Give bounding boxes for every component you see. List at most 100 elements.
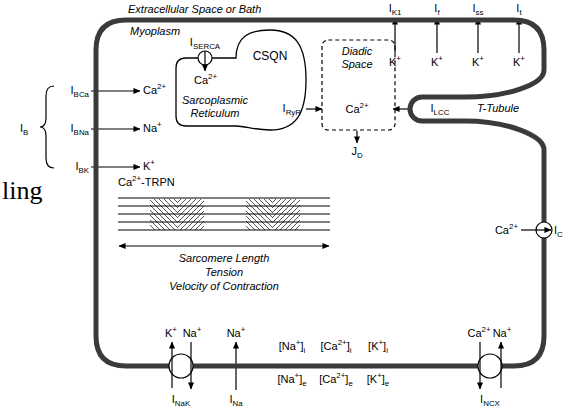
superscript: +	[241, 325, 246, 334]
filament-line	[118, 214, 330, 215]
concentration-label: [K+]e	[367, 373, 390, 386]
ion-label: K+	[431, 56, 443, 69]
superscript: 2+	[336, 371, 345, 380]
filament-line	[118, 230, 330, 231]
subscript: D	[357, 151, 363, 160]
subscript: SERCA	[193, 42, 220, 51]
ion-label: Na+	[227, 327, 246, 340]
measure-label: Sarcomere Length	[179, 252, 270, 265]
subscript: RyR	[286, 108, 301, 117]
ion-label: Ca2+	[322, 103, 392, 116]
subscript: t	[519, 8, 521, 17]
pump-arrow	[204, 51, 205, 71]
protein-label: Ca2+-TRPN	[118, 176, 175, 189]
superscript: +	[438, 54, 443, 63]
superscript: 2+	[482, 325, 491, 334]
superscript: 2+	[509, 222, 518, 231]
curly-brace	[40, 86, 54, 168]
region-label: Extracellular Space or Bath	[128, 3, 261, 16]
concentration-label: [Ca2+]e	[319, 373, 353, 386]
current-label: ILCC	[431, 102, 450, 115]
region-label: Sarcoplasmic Reticulum	[179, 94, 251, 120]
superscript: +	[520, 54, 525, 63]
reticulum-outline	[176, 30, 306, 130]
ion-label: Ca2+	[495, 224, 518, 237]
current-label: IB	[20, 122, 28, 135]
ion-label: K+	[472, 56, 484, 69]
superscript: +	[479, 54, 484, 63]
current-label: INaK	[172, 393, 190, 406]
ion-label: Ca2+	[467, 327, 490, 340]
subscript: i	[304, 346, 306, 355]
current-label: IBCa	[71, 84, 89, 97]
flux-arrow	[306, 108, 322, 109]
subscript: BCa	[74, 90, 89, 99]
current-label: Iss	[473, 2, 484, 15]
current-label: If	[434, 2, 439, 15]
subscript: f	[437, 8, 439, 17]
superscript: +	[378, 338, 383, 347]
slide-text: ling	[2, 176, 42, 206]
region-label: Diadic Space	[335, 45, 379, 71]
superscript: +	[157, 120, 162, 129]
membrane-outline	[96, 20, 544, 366]
structure-label: T-Tubule	[477, 102, 519, 115]
protein-label: CSQN	[240, 50, 300, 63]
superscript: +	[295, 371, 300, 380]
subscript: e	[348, 379, 352, 388]
superscript: +	[172, 325, 177, 334]
filament-line	[118, 206, 330, 207]
flux-label: JD	[351, 145, 362, 158]
membrane-outline	[96, 20, 544, 366]
current-label: It	[516, 2, 521, 15]
current-label: IK1	[389, 2, 402, 15]
concentration-label: [Na+]e	[277, 373, 306, 386]
subscript: NCX	[483, 399, 500, 408]
current-label: INa	[229, 393, 242, 406]
superscript: +	[396, 54, 401, 63]
current-arrow	[518, 18, 519, 53]
superscript: 2+	[157, 82, 166, 91]
current-label: IRyR	[283, 102, 301, 115]
pump-arrow	[190, 342, 191, 389]
flux-arrow	[356, 131, 357, 143]
subscript: Na	[232, 399, 242, 408]
subscript: i	[350, 346, 352, 355]
subscript: i	[386, 346, 388, 355]
ion-label: K+	[389, 56, 401, 69]
cell-membrane: MyoplasmCa2+CSQNSarcoplasmic ReticulumDi…	[96, 20, 544, 366]
subscript: BK	[78, 166, 89, 175]
superscript: +	[150, 158, 155, 167]
sarcomere-illustration	[118, 198, 330, 246]
filament-line	[118, 222, 330, 223]
current-label: INCX	[480, 393, 500, 406]
subscript: NaK	[175, 399, 190, 408]
subscript: e	[302, 379, 306, 388]
ion-label: K+	[513, 56, 525, 69]
subscript: B	[23, 128, 28, 137]
subscript: LCC	[434, 108, 450, 117]
ion-label: K+	[165, 327, 177, 340]
superscript: +	[507, 325, 512, 334]
ion-label: K+	[143, 160, 155, 173]
measure-label: Velocity of Contraction	[169, 280, 279, 293]
subscript: e	[385, 379, 389, 388]
concentration-label: [K+]i	[368, 340, 388, 353]
current-label: IBK	[75, 160, 89, 173]
subscript: BNa	[74, 128, 89, 137]
current-arrow	[436, 18, 437, 53]
exchanger-arrow	[479, 342, 480, 389]
region-label: Myoplasm	[130, 25, 180, 38]
exchanger-symbol	[478, 354, 502, 378]
ion-label: Ca2+	[194, 74, 217, 87]
superscript: +	[197, 325, 202, 334]
superscript: 2+	[360, 101, 369, 110]
current-arrow	[477, 18, 478, 53]
subscript: C	[557, 230, 563, 239]
subscript: ss	[476, 8, 484, 17]
subscript: K1	[392, 8, 402, 17]
ion-label: Na+	[183, 327, 202, 340]
exchanger-arrow	[500, 342, 501, 388]
pump-arrow	[171, 342, 172, 388]
concentration-label: [Ca2+]i	[321, 340, 352, 353]
